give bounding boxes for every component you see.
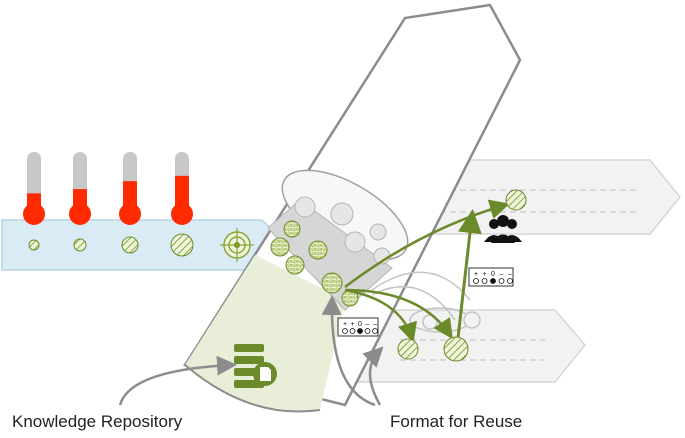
caption-pointer-arrows (118, 295, 384, 407)
format-for-reuse-label: Format for Reuse (390, 412, 523, 431)
input-circle-2 (73, 238, 87, 252)
panel-dial (357, 328, 363, 334)
thermometer-level (175, 175, 189, 209)
thermometer-group (23, 152, 193, 225)
input-circles (28, 233, 194, 257)
output-circle-top (505, 189, 527, 211)
format-control-panel-icon: ++0––++0–– (337, 267, 514, 337)
panel-glyph: + (483, 271, 487, 278)
panel-glyph: + (343, 321, 347, 328)
thermometer-4 (171, 152, 193, 225)
output-circle-large (443, 336, 469, 362)
people-group-icon (484, 215, 522, 243)
panel-glyph: – (366, 321, 370, 328)
thermometer-level (123, 181, 137, 209)
panel-glyph: – (508, 271, 512, 278)
panel-glyph: 0 (491, 271, 495, 278)
panel-glyph: + (351, 321, 355, 328)
target-icon (220, 228, 254, 262)
panel-dial (490, 278, 496, 284)
panel-glyph: 0 (358, 321, 362, 328)
flow-arrows (344, 199, 510, 343)
document-server-icon (234, 344, 277, 388)
input-circle-1 (28, 239, 40, 251)
thermometer-1 (23, 152, 45, 225)
thermometer-3 (119, 152, 141, 225)
input-circle-4 (170, 233, 194, 257)
output-circle-small (397, 338, 419, 360)
knowledge-repository-label: Knowledge Repository (12, 412, 183, 431)
pipe-knowledge-circles (270, 220, 359, 307)
panel-dial (372, 328, 378, 334)
panel-glyph: + (474, 271, 478, 278)
panel-glyph: – (373, 321, 377, 328)
panel-dial (481, 278, 488, 284)
thermometer-2 (69, 152, 91, 225)
panel-dial (473, 278, 479, 284)
panel-glyph: – (500, 271, 504, 278)
panel-dial (507, 278, 513, 284)
output-circles (397, 189, 527, 362)
panel-dial (342, 328, 348, 334)
panel-dial (349, 328, 356, 334)
panel-dial (364, 328, 371, 334)
panel-dial (498, 278, 505, 284)
input-circle-3 (121, 236, 139, 254)
pipe-gray-circles (294, 196, 391, 265)
